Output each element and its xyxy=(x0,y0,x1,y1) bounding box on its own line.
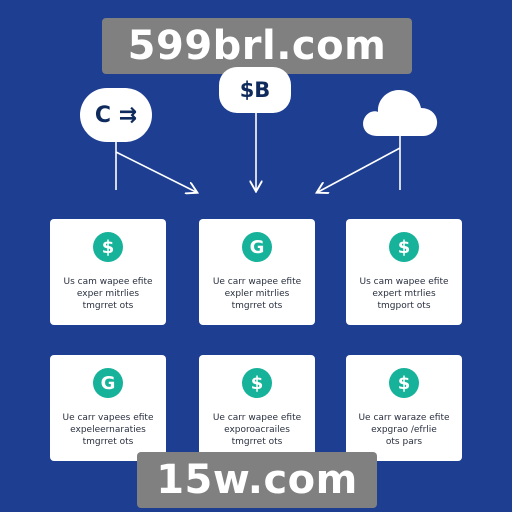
source-node-middle: $B xyxy=(219,67,291,113)
card-line: expler mitrlies xyxy=(224,289,290,299)
card-line: expeleernaraties xyxy=(70,425,146,435)
g-icon: G xyxy=(93,368,123,398)
card-description: Us cam wapee efite exper mitrlies tmgrre… xyxy=(63,276,152,312)
dollar-icon: $ xyxy=(242,368,272,398)
g-icon: G xyxy=(242,232,272,262)
card-line: Ue carr wapee efite xyxy=(212,413,302,423)
card-line: Ue carr vapees efite xyxy=(62,413,154,423)
card-line: tmgrret ots xyxy=(231,437,283,447)
card-4: G Ue carr vapees efite expeleernaraties … xyxy=(50,355,166,461)
card-description: Ue carr vapees efite expeleernaraties tm… xyxy=(62,412,153,448)
card-3: $ Us cam wapee efite expert mtrlies tmgp… xyxy=(346,219,462,325)
arrow-left xyxy=(115,151,196,192)
watermark-top-banner: 599brl.com xyxy=(102,18,412,74)
arrow-right xyxy=(318,147,401,192)
card-line: exper mitrlies xyxy=(76,289,140,299)
card-line: Us cam wapee efite xyxy=(63,277,153,287)
dollar-icon: $ xyxy=(93,232,123,262)
watermark-bottom-banner: 15w.com xyxy=(137,452,377,508)
card-line: tmgport ots xyxy=(377,301,431,311)
card-line: Ue carr wapee efite xyxy=(212,277,302,287)
card-line: tmgrret ots xyxy=(82,301,134,311)
card-line: exporoacrailes xyxy=(224,425,290,435)
card-description: Ue carr wapee efite expler mitrlies tmgr… xyxy=(213,276,301,312)
card-line: tmgrret ots xyxy=(82,437,134,447)
card-description: Ue carr waraze efite expgrao /efrlie ots… xyxy=(358,412,449,448)
card-6: $ Ue carr waraze efite expgrao /efrlie o… xyxy=(346,355,462,461)
card-line: expert mtrlies xyxy=(372,289,436,299)
card-line: expgrao /efrlie xyxy=(371,425,437,435)
card-description: Ue carr wapee efite exporoacrailes tmgrr… xyxy=(213,412,301,448)
card-line: Us cam wapee efite xyxy=(359,277,449,287)
card-line: ots pars xyxy=(385,437,423,447)
dollar-icon: $ xyxy=(389,232,419,262)
card-line: Ue carr waraze efite xyxy=(358,413,450,423)
card-description: Us cam wapee efite expert mtrlies tmgpor… xyxy=(359,276,448,312)
dollar-icon: $ xyxy=(389,368,419,398)
cloud-icon xyxy=(363,90,438,136)
card-1: $ Us cam wapee efite exper mitrlies tmgr… xyxy=(50,219,166,325)
card-line: tmgrret ots xyxy=(231,301,283,311)
card-5: $ Ue carr wapee efite exporoacrailes tmg… xyxy=(199,355,315,461)
source-node-left: C ⇉ xyxy=(80,88,152,142)
card-2: G Ue carr wapee efite expler mitrlies tm… xyxy=(199,219,315,325)
